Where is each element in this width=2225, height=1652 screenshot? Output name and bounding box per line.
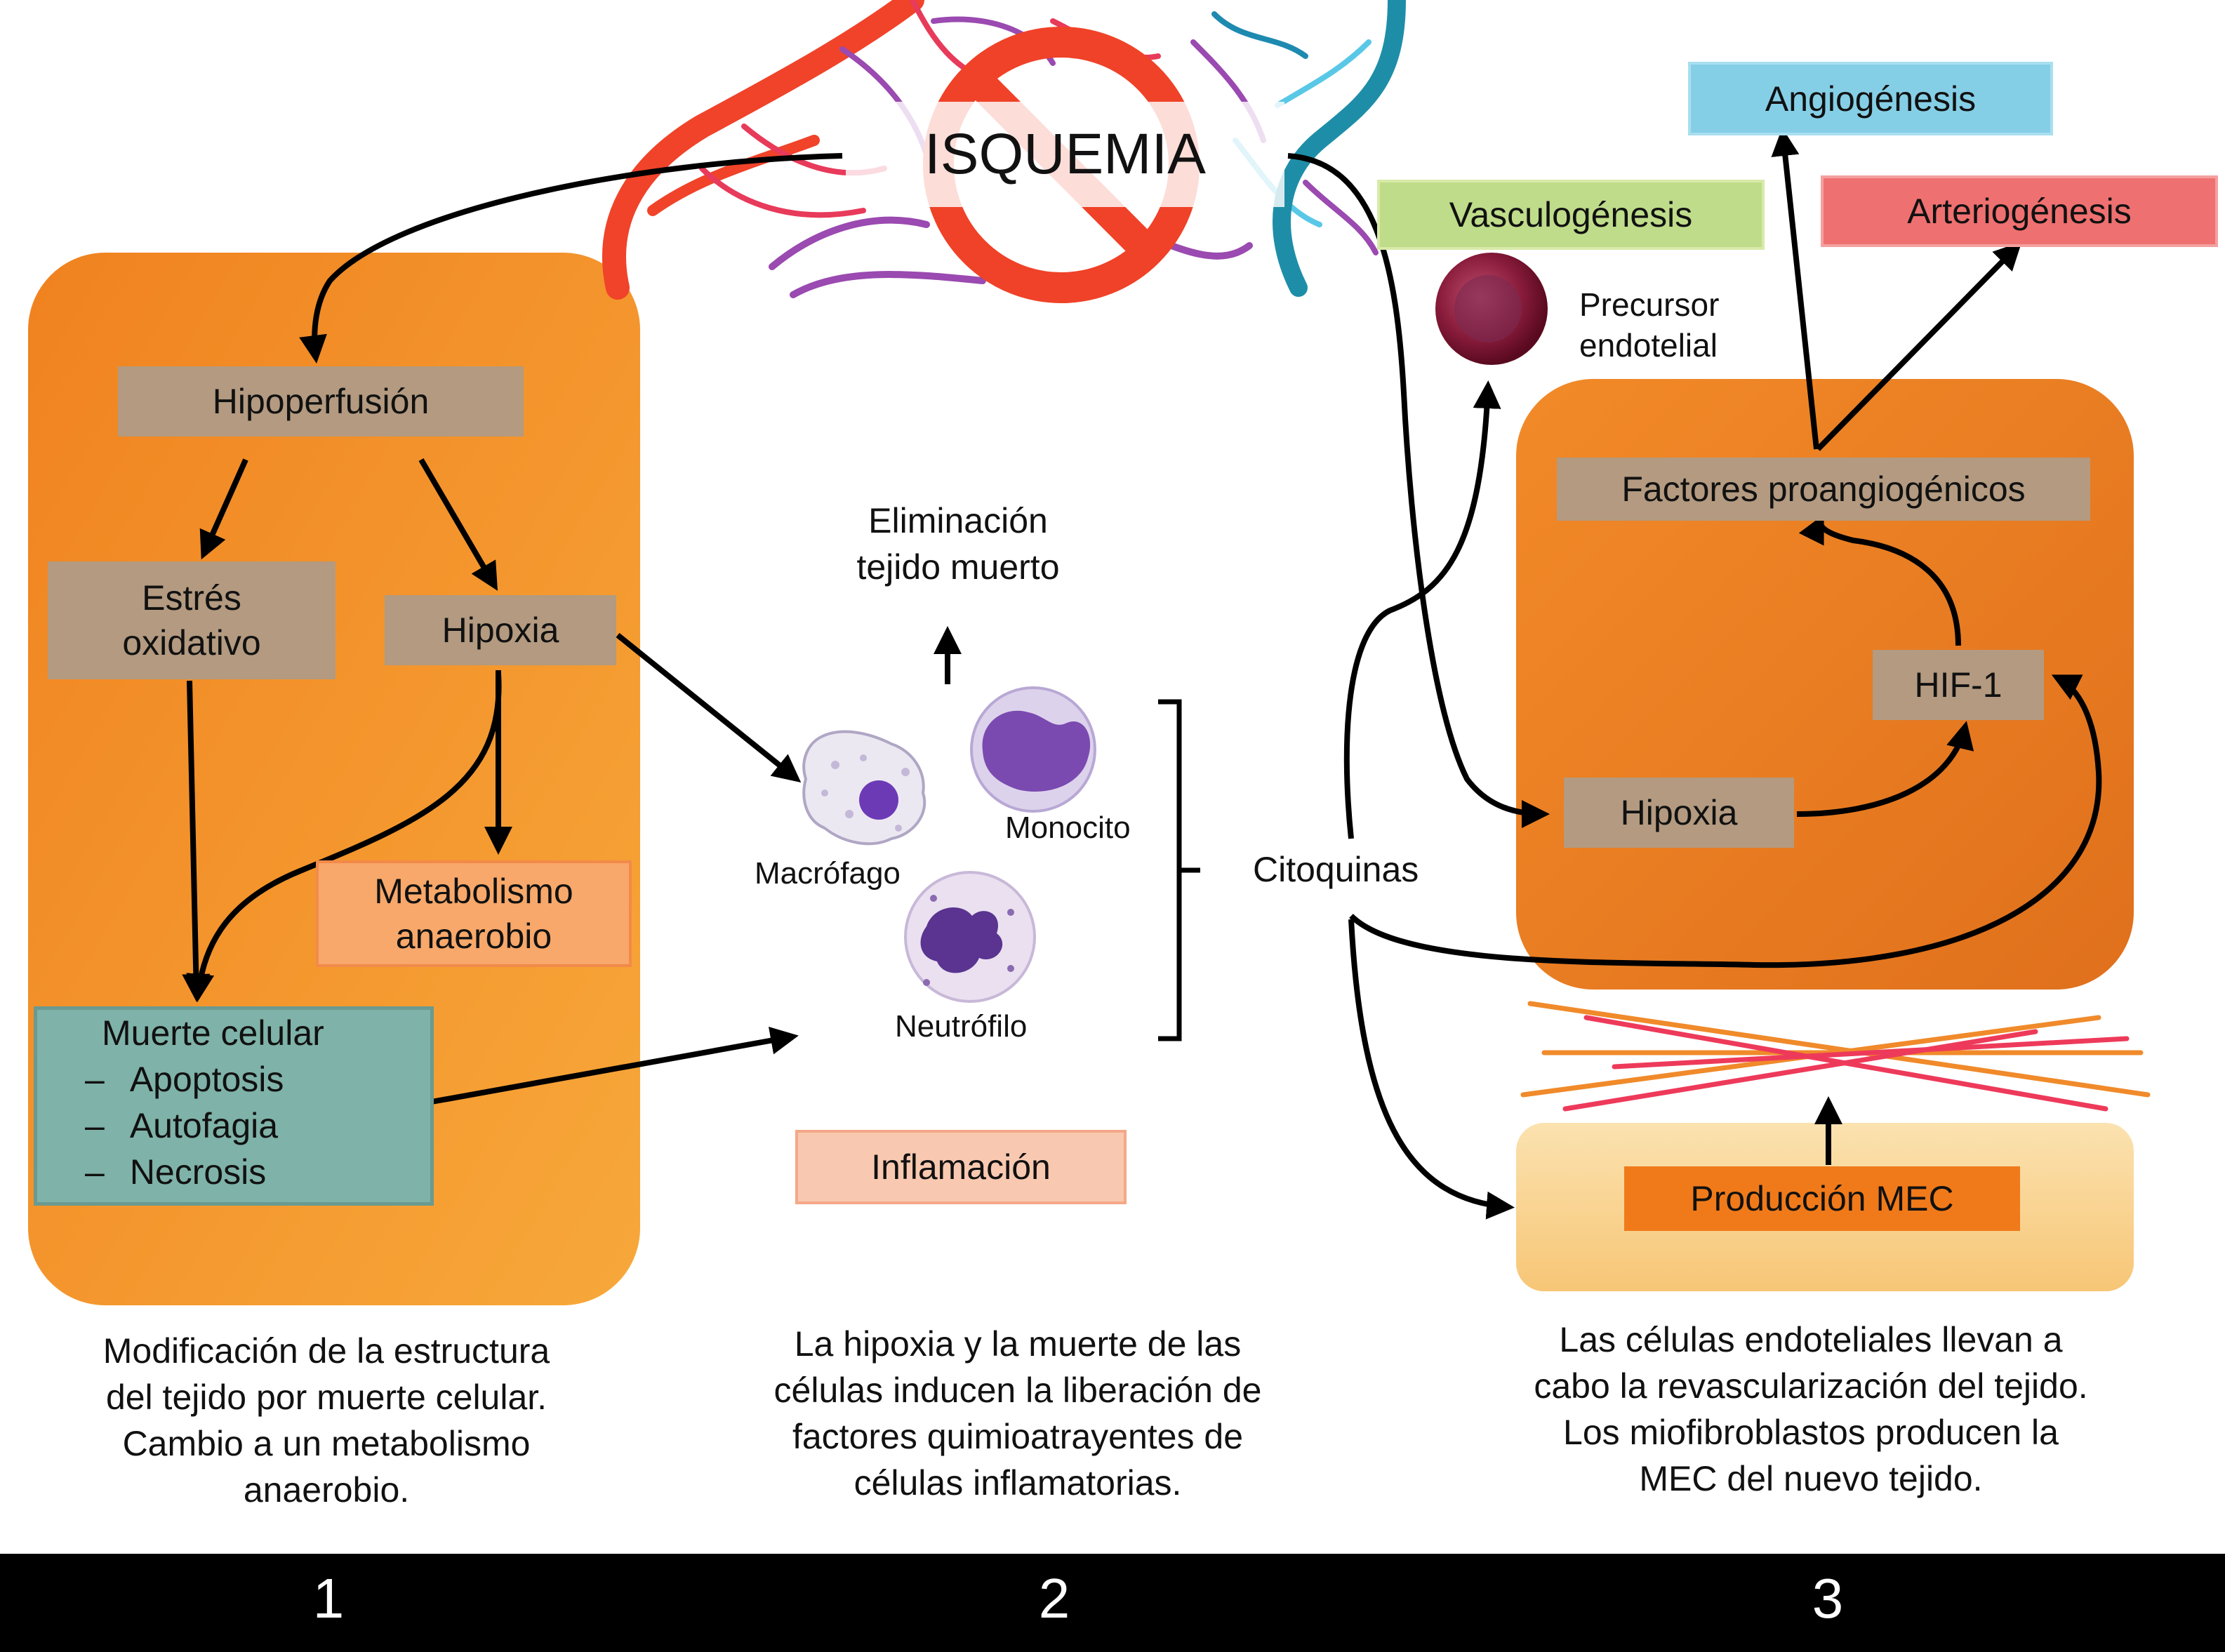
arteriogenesis-box: Arteriogénesis: [1821, 175, 2218, 247]
caption1-line: Modificación de la estructura: [102, 1331, 550, 1371]
angiogenesis-box: Angiogénesis: [1688, 62, 2053, 135]
isquemia-title: ISQUEMIA: [924, 122, 1206, 186]
caption2-line: La hipoxia y la muerte de las: [794, 1324, 1242, 1364]
panel-number-3: 3: [1812, 1567, 1844, 1630]
caption1-line: Cambio a un metabolismo: [122, 1424, 531, 1463]
metabolismo-anaerobio-box: Metabolismo anaerobio: [316, 860, 632, 967]
panel-number-1: 1: [312, 1567, 345, 1630]
estres-oxidativo-box: Estrés oxidativo: [48, 561, 336, 679]
arrow-hipoperfusion-hipoxia: [418, 458, 498, 591]
neutrofilo-label: Neutrófilo: [895, 1009, 1028, 1044]
vasculogenesis-box: Vasculogénesis: [1377, 180, 1765, 250]
monocyte-cell-icon: [970, 686, 1096, 813]
factores-proangiogenicos-box: Factores proangiogénicos: [1557, 458, 2090, 521]
muerte-item-label: Necrosis: [129, 1152, 267, 1192]
muerte-item-autofagia: –Autofagia: [37, 1103, 430, 1149]
muerte-celular-box: Muerte celular –Apoptosis –Autofagia –Ne…: [34, 1006, 434, 1206]
metabolismo-line1: Metabolismo: [374, 872, 573, 911]
estres-line2: oxidativo: [122, 623, 261, 662]
arrow-hif-factores: [1798, 514, 1961, 646]
caption2-line: células inflamatorias.: [854, 1463, 1182, 1503]
endothelial-precursor-cell-icon: [1435, 253, 1548, 365]
arrow-factores-arteriogenesis: [1816, 241, 2022, 451]
muerte-item-necrosis: –Necrosis: [37, 1149, 430, 1195]
macrophage-cell-icon: [802, 730, 926, 846]
bullet: –: [85, 1106, 105, 1145]
isquemia-label-bg: [846, 102, 1284, 207]
caption3-line: Los miofibroblastos producen la: [1563, 1413, 2059, 1452]
hipoxia-box-1: Hipoxia: [385, 595, 616, 665]
arrow-hipoxia-macrofago: [616, 632, 802, 783]
muerte-celular-title: Muerte celular: [102, 1013, 324, 1053]
bullet: –: [85, 1152, 105, 1192]
caption-panel1: Modificación de la estructura del tejido…: [42, 1328, 611, 1513]
muerte-item-label: Autofagia: [129, 1106, 279, 1145]
monocito-label: Monocito: [1005, 811, 1131, 845]
cytokine-bracket: [1158, 699, 1200, 1041]
arrow-hipoxia-muerte: [186, 673, 502, 1002]
caption3-line: MEC del nuevo tejido.: [1639, 1459, 1983, 1498]
arrow-citoquinas-precursor: [1343, 380, 1501, 839]
caption3-line: Las células endoteliales llevan a: [1559, 1320, 2063, 1359]
metabolismo-line2: anaerobio: [395, 917, 552, 956]
neutrophil-cell-icon: [904, 871, 1036, 1003]
bottom-bar: [0, 1554, 2225, 1652]
inflamacion-box: Inflamación: [795, 1130, 1127, 1204]
ecm-fibers-icon: [1520, 1001, 2151, 1112]
caption-panel2: La hipoxia y la muerte de las células in…: [716, 1321, 1320, 1506]
precursor-endotelial-label: Precursor endotelial: [1579, 284, 1719, 366]
panel-number-2: 2: [1038, 1567, 1070, 1630]
eliminacion-label: Eliminación tejido muerto: [800, 491, 1116, 597]
macrofago-label: Macrófago: [755, 856, 901, 891]
produccion-mec-box: Producción MEC: [1624, 1166, 2020, 1231]
caption2-line: factores quimioatrayentes de: [792, 1417, 1244, 1456]
caption1-line: anaerobio.: [243, 1470, 410, 1510]
caption2-line: células inducen la liberación de: [773, 1371, 1262, 1410]
arrow-isquemia-hipoperfusion: [299, 153, 843, 364]
arrow-citoquinas-produccion: [1348, 919, 1515, 1220]
arrow-estres-muerte: [182, 680, 211, 1002]
citoquinas-label: Citoquinas: [1253, 850, 1419, 889]
hipoperfusion-box: Hipoperfusión: [118, 366, 524, 437]
bullet: –: [85, 1060, 105, 1099]
arrow-hipoxia-hif: [1796, 721, 1974, 817]
arrow-hipoperfusion-estres: [199, 458, 248, 560]
caption3-line: cabo la revascularización del tejido.: [1534, 1366, 2088, 1406]
hif1-box: HIF-1: [1873, 650, 2044, 720]
caption1-line: del tejido por muerte celular.: [105, 1378, 547, 1417]
eliminacion-line2: tejido muerto: [856, 547, 1060, 587]
arrow-citoquinas-hif: [1349, 674, 2102, 968]
arrows: [182, 128, 2102, 1220]
muerte-item-apoptosis: –Apoptosis: [37, 1056, 430, 1103]
muerte-item-label: Apoptosis: [129, 1060, 284, 1099]
arrow-isquemia-hipoxia3: [1287, 153, 1550, 828]
precursor-line2: endotelial: [1579, 327, 1718, 364]
hipoxia-box-3: Hipoxia: [1564, 778, 1794, 848]
arrow-muerte-inflamacion: [431, 1027, 799, 1105]
precursor-line1: Precursor: [1579, 286, 1720, 323]
estres-line1: Estrés: [142, 578, 241, 618]
caption-panel3: Las células endoteliales llevan a cabo l…: [1481, 1317, 2141, 1502]
eliminacion-line1: Eliminación: [868, 501, 1048, 540]
arrow-factores-angiogenesis: [1771, 128, 1819, 450]
